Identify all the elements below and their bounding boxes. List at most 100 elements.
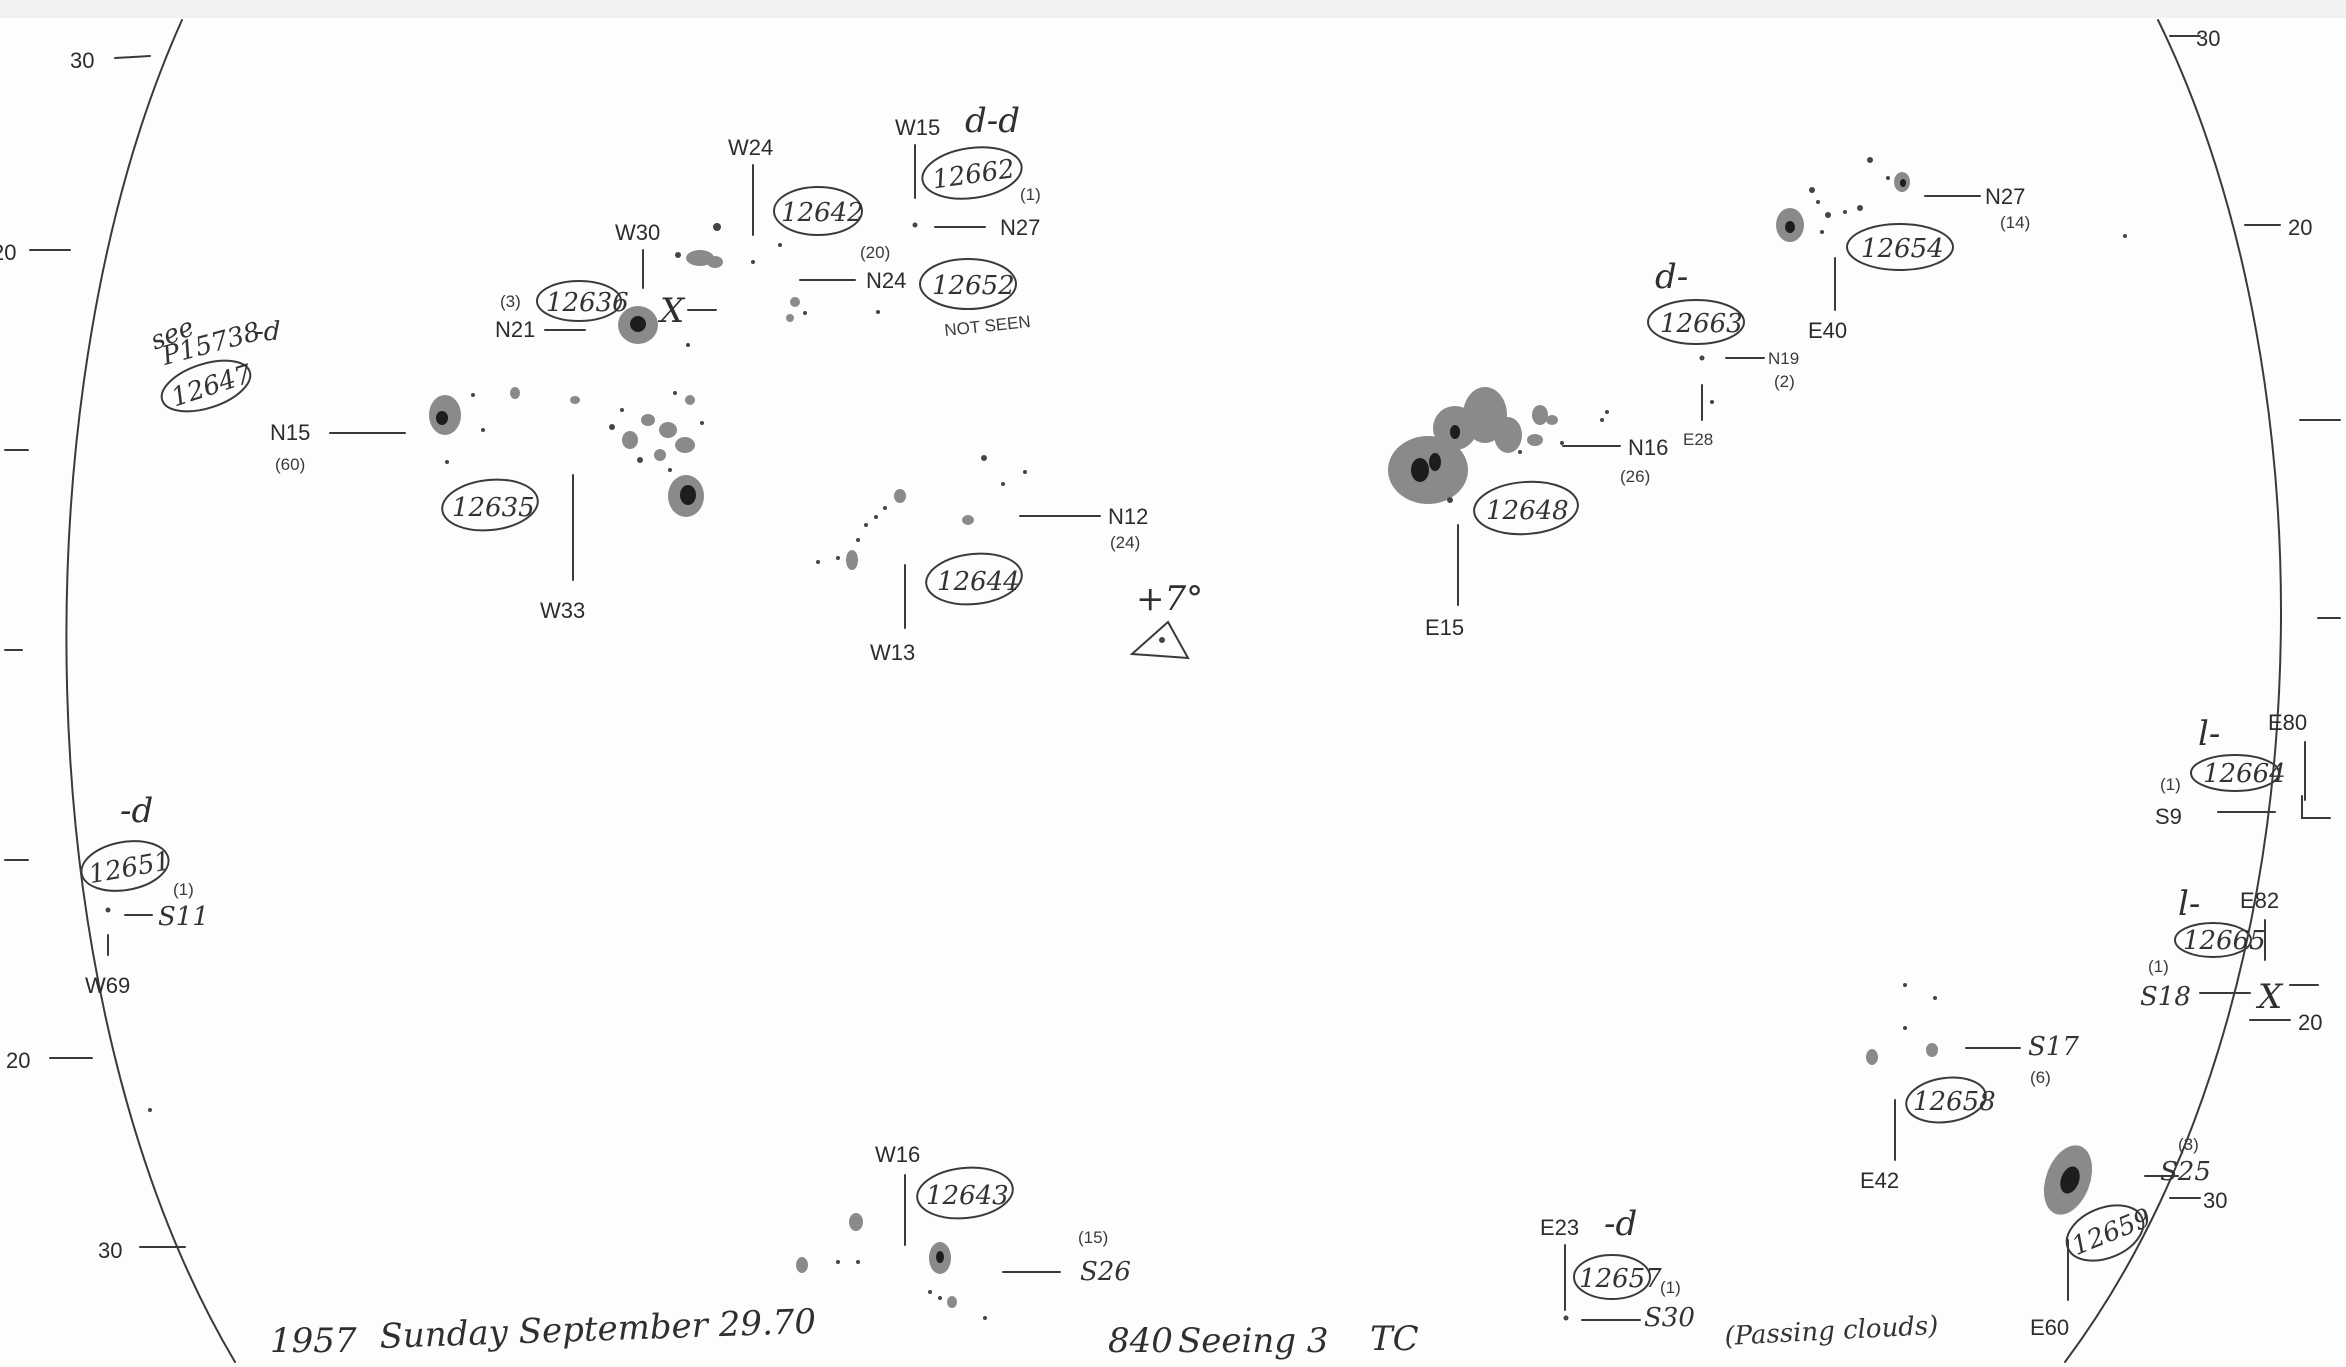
- region-12647-oval: [160, 359, 252, 413]
- region-12665-oval: [2174, 922, 2252, 958]
- region-12665: l- E82 (1) 12665 S18 X: [2140, 884, 2319, 1017]
- region-12652-status: NOT SEEN: [943, 312, 1031, 340]
- region-12648-long: E15: [1425, 615, 1464, 640]
- region-12648: N16 (26) 12648 E15: [1388, 387, 1668, 640]
- region-12652-number: 12652: [932, 271, 1015, 301]
- region-12654-lat: N27: [1985, 184, 2025, 209]
- region-12657: E23 -d 12657 (1) S30: [1540, 1204, 1695, 1333]
- region-12657-mark: -d: [1604, 1204, 1637, 1244]
- region-12663-number: 12663: [1660, 309, 1743, 339]
- region-12664-long: E80: [2268, 710, 2307, 735]
- region-12648-number: 12648: [1486, 496, 1569, 526]
- solar-limb-left: [65, 19, 236, 1363]
- region-12657-oval: [1573, 1254, 1651, 1300]
- region-12664-mark: l-: [2198, 714, 2220, 754]
- left-scale-label-lower: 20: [6, 1048, 30, 1073]
- footer-time: 840: [1108, 1321, 1173, 1361]
- region-12663-mark: d-: [1655, 257, 1688, 297]
- region-12658-oval: [1905, 1076, 1987, 1124]
- region-12658: S17 (6) 12658 E42: [1860, 983, 2079, 1193]
- region-12643-number: 12643: [926, 1181, 1009, 1211]
- region-12663-oval: [1647, 299, 1745, 345]
- left-scale-label-bottom: 30: [98, 1238, 122, 1263]
- region-12651-lat: S11: [158, 902, 209, 932]
- left-scale-label-top: 30: [70, 48, 94, 73]
- region-12636-mark: X: [657, 291, 686, 331]
- region-12659-number: 12659: [2068, 1203, 2156, 1262]
- region-12662-long: W15: [895, 115, 940, 140]
- region-12651: -d 12651 (1) S11 W69: [80, 791, 209, 998]
- region-12636-long: W30: [615, 220, 660, 245]
- region-12651-oval: [80, 840, 170, 892]
- region-12643-lat: S26: [1080, 1257, 1131, 1287]
- region-12659: (3) S25 30 12659 E60: [2030, 1135, 2227, 1340]
- region-12654-number: 12654: [1861, 234, 1944, 264]
- paper-top-edge: [0, 0, 2346, 18]
- region-12663-long: E28: [1683, 430, 1713, 449]
- region-12664-number: 12664: [2203, 759, 2286, 789]
- footer-seeing: Seeing 3: [1178, 1321, 1329, 1361]
- orientation-marker: +7°: [1129, 579, 1203, 660]
- region-12658-lat: S17: [2028, 1032, 2079, 1062]
- region-12657-long: E23: [1540, 1215, 1579, 1240]
- region-12636-count: (3): [500, 292, 521, 311]
- region-12662: W15 d-d 12662 (1) N27: [895, 101, 1041, 240]
- region-12662-oval: [921, 146, 1023, 200]
- region-12648-count: (26): [1620, 467, 1650, 486]
- region-12665-number: 12665: [2183, 926, 2266, 956]
- region-12644-long: W13: [870, 640, 915, 665]
- region-12665-lat: S18: [2140, 982, 2191, 1012]
- region-12664-lat: S9: [2155, 804, 2182, 829]
- region-12662-mark: d-d: [965, 101, 1020, 141]
- region-12663-lat: N19: [1768, 349, 1799, 368]
- region-12642: W24 12642 (20) N24: [675, 135, 906, 322]
- region-12651-long: W69: [85, 973, 130, 998]
- region-12644-count: (24): [1110, 533, 1140, 552]
- region-12636-oval: [536, 280, 622, 322]
- footer-date: Sunday September 29.70: [379, 1302, 817, 1357]
- footer-observer: TC: [1370, 1319, 1419, 1359]
- region-12636-number: 12636: [546, 288, 629, 318]
- right-scale-label-lower: 20: [2298, 1010, 2322, 1035]
- right-scale-label-top: 30: [2196, 26, 2220, 51]
- footer-remark: (Passing clouds): [1724, 1311, 1939, 1352]
- left-latitude-scale: 30 20 20 30: [0, 48, 186, 1263]
- region-12642-lat: N24: [866, 268, 906, 293]
- region-12658-number: 12658: [1913, 1087, 1996, 1117]
- region-12657-number: 12657: [1579, 1264, 1662, 1294]
- region-12642-count: (20): [860, 243, 890, 262]
- region-12642-number: 12642: [781, 198, 864, 228]
- region-12652-oval: [919, 258, 1017, 310]
- region-12651-number: 12651: [86, 846, 173, 890]
- region-12658-long: E42: [1860, 1168, 1899, 1193]
- region-12651-count: (1): [173, 880, 194, 899]
- region-12644: 12644 W13 N12 (24): [816, 455, 1148, 665]
- region-12651-mark: -d: [120, 791, 153, 831]
- region-12636-lat: N21: [495, 317, 535, 342]
- region-12643: W16 12643 (15) S26: [796, 1142, 1131, 1320]
- region-12648-oval: [1473, 480, 1579, 536]
- left-scale-label-upper: 20: [0, 240, 16, 265]
- region-12635-oval: [441, 478, 539, 532]
- region-12643-oval: [916, 1166, 1014, 1220]
- region-12657-lat: S30: [1644, 1303, 1695, 1333]
- region-12647-mark: -d: [255, 317, 280, 347]
- region-12643-count: (15): [1078, 1228, 1108, 1247]
- region-12643-long: W16: [875, 1142, 920, 1167]
- region-12658-count: (6): [2030, 1068, 2051, 1087]
- sunspot-cluster-w33: [429, 387, 704, 517]
- solar-limb-right: [2064, 19, 2282, 1363]
- right-scale-label-bottom: 30: [2203, 1188, 2227, 1213]
- orientation-angle: +7°: [1136, 579, 1203, 619]
- region-12652: 12652 NOT SEEN: [919, 258, 1032, 340]
- footer-year: 1957: [270, 1321, 357, 1361]
- region-12659-long: E60: [2030, 1315, 2069, 1340]
- region-12665-count: (1): [2148, 957, 2169, 976]
- region-12647-lat: N15: [270, 420, 310, 445]
- region-12664-oval: [2190, 754, 2280, 792]
- region-12663-count: (2): [1774, 372, 1795, 391]
- region-12635: 12635 W33: [441, 474, 585, 623]
- region-12664: l- E80 (1) 12664 S9: [2155, 710, 2331, 829]
- right-scale-label-upper: 20: [2288, 215, 2312, 240]
